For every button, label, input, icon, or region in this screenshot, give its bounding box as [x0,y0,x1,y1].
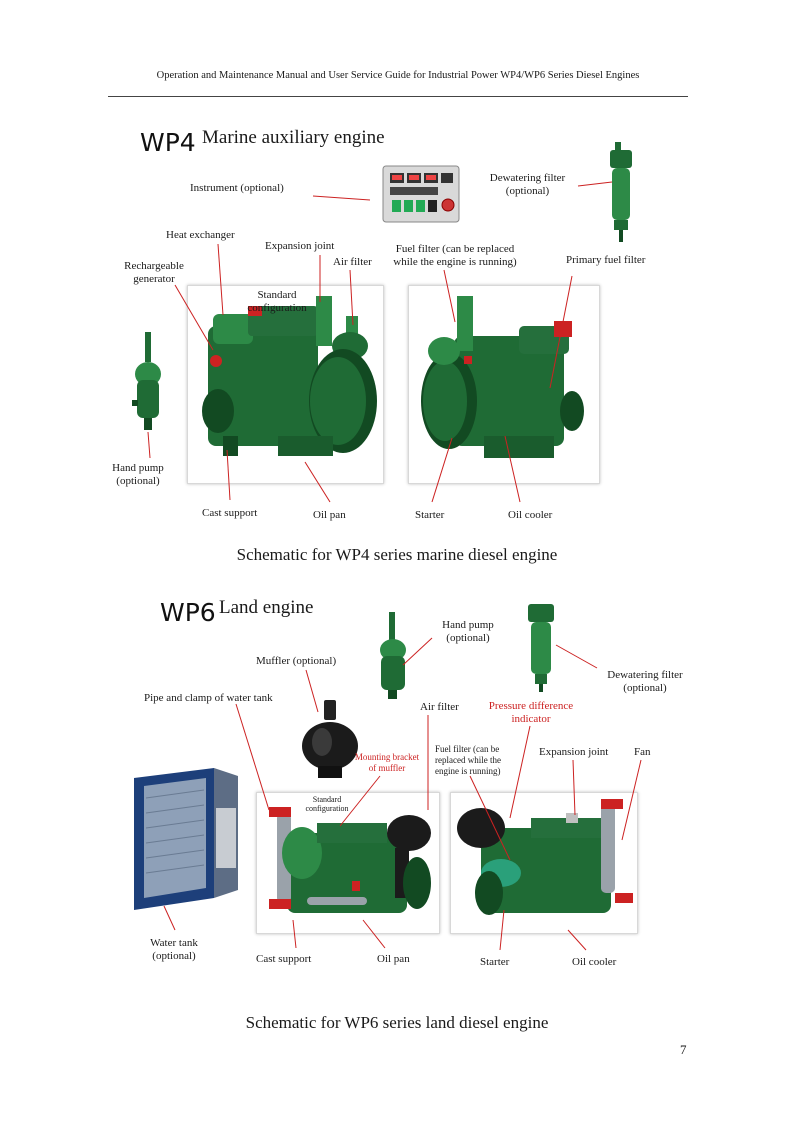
label-air-filter: Air filter [333,256,372,269]
wp6-section-title: Land engine [219,597,313,619]
wp6-label-starter: Starter [480,956,509,969]
label-dewatering-filter: Dewatering filter (optional) [480,172,575,198]
wp6-label-hand-pump: Hand pump (optional) [434,619,502,645]
label-starter: Starter [415,509,444,522]
label-oil-pan: Oil pan [313,509,346,522]
wp6-label-water-tank: Water tank (optional) [142,937,206,963]
label-standard-configuration: Standard configuration [238,289,316,315]
label-expansion-joint: Expansion joint [265,240,334,253]
wp6-label-air-filter: Air filter [420,701,459,714]
wp6-label-oil-pan: Oil pan [377,953,410,966]
page-number: 7 [680,1043,687,1056]
wp6-label-expansion-joint: Expansion joint [539,746,608,759]
wp4-model-title: WP4 [140,128,196,157]
dewatering-filter-image [606,142,636,244]
label-fuel-filter: Fuel filter (can be replaced while the e… [386,243,524,269]
wp6-caption: Schematic for WP6 series land diesel eng… [0,1013,794,1033]
wp6-label-pressure-indicator: Pressure difference indicator [482,700,580,726]
wp6-hand-pump-image [375,612,411,700]
header-rule [108,96,688,97]
label-hand-pump: Hand pump (optional) [106,462,170,488]
wp6-label-dewatering-filter: Dewatering filter (optional) [600,669,690,695]
wp6-label-pipe-clamp: Pipe and clamp of water tank [144,692,273,705]
wp6-label-muffler: Muffler (optional) [256,655,336,668]
wp6-label-fan: Fan [634,746,651,759]
wp6-label-fuel-filter: Fuel filter (can be replaced while the e… [435,744,501,777]
wp6-engine-photo-rear [450,792,638,934]
label-instrument: Instrument (optional) [190,182,284,195]
instrument-panel-image [382,165,460,223]
wp6-label-mounting-bracket: Mounting bracket of muffler [349,752,425,774]
wp4-caption: Schematic for WP4 series marine diesel e… [0,545,794,565]
wp6-label-cast-support: Cast support [256,953,311,966]
wp6-model-title: WP6 [160,598,216,627]
wp6-dewatering-filter-image [524,604,558,692]
label-cast-support: Cast support [202,507,257,520]
label-rechargeable-generator: Rechargeable generator [118,260,190,286]
label-primary-fuel-filter: Primary fuel filter [566,254,645,267]
label-heat-exchanger: Heat exchanger [166,229,235,242]
wp6-label-standard-configuration: Standard configuration [300,795,354,813]
label-oil-cooler: Oil cooler [508,509,552,522]
page-header: Operation and Maintenance Manual and Use… [108,70,688,81]
wp6-engine-photo-front [256,792,440,934]
water-tank-image [134,768,242,910]
wp4-engine-photo-rear [408,285,600,484]
hand-pump-image [132,332,166,432]
wp4-section-title: Marine auxiliary engine [202,127,385,149]
wp6-label-oil-cooler: Oil cooler [572,956,616,969]
